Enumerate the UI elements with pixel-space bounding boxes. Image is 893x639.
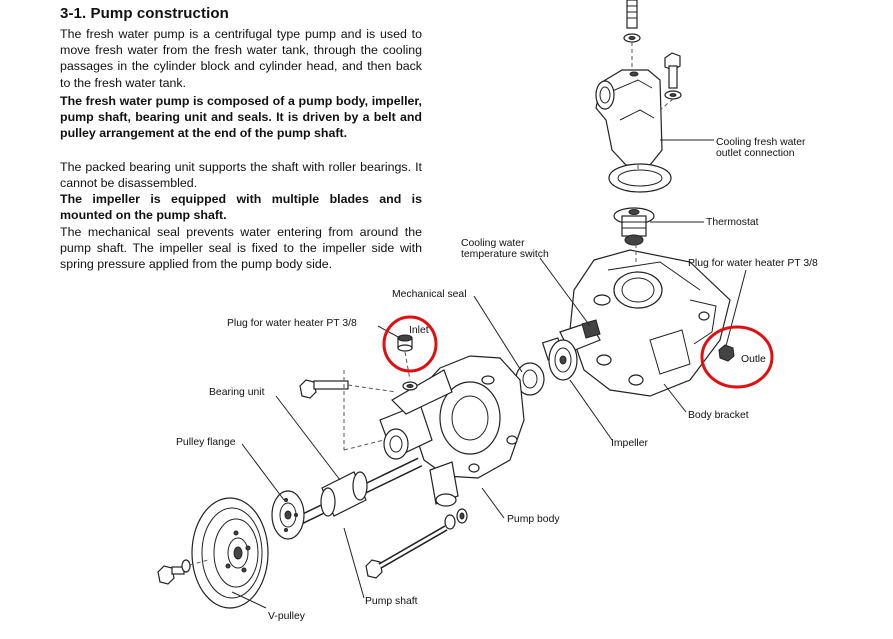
paragraph-5: The mechanical seal prevents water enter… [60,225,422,272]
label-pump-shaft: Pump shaft [365,596,418,607]
long-bolt [365,508,468,579]
impeller-part [548,339,578,381]
inlet-annotation-circle [382,315,438,373]
label-cooling-outlet: Cooling fresh water outlet connection [716,137,806,159]
paragraph-4: The impeller is equipped with multiple b… [60,192,422,223]
outlet-gasket [608,163,672,193]
paragraph-2: The fresh water pump is composed of a pu… [60,94,422,141]
left-plug-part [397,334,413,352]
thermostat-part [613,207,655,246]
section-title: 3-1. Pump construction [60,5,229,22]
outlet-bolt [664,52,682,100]
paragraph-1: The fresh water pump is a centrifugal ty… [60,27,422,90]
label-thermostat: Thermostat [706,217,759,228]
pulley-bolt [157,559,209,585]
label-v-pulley: V-pulley [268,611,305,622]
label-pulley-flange: Pulley flange [176,437,236,448]
pulley-flange-part [271,490,305,540]
paragraph-3: The packed bearing unit supports the sha… [60,160,422,191]
leader-lines [231,139,747,609]
v-pulley-part [191,497,269,609]
label-plug-left: Plug for water heater PT 3/8 [227,318,357,329]
label-plug-right: Plug for water heater PT 3/8 [688,258,818,269]
outlet-connection [595,69,663,166]
label-bearing-unit: Bearing unit [209,387,265,398]
label-outlet: Outle [741,354,766,365]
top-stud-bolt [623,0,641,43]
pump-body-part [379,355,525,507]
label-body-bracket: Body bracket [688,410,749,421]
assembly-lines [343,42,674,451]
label-pump-body: Pump body [507,514,560,525]
right-plug-part [718,344,735,362]
label-mechanical-seal: Mechanical seal [392,289,467,300]
body-bracket-part [569,249,731,397]
pump-shaft-part [297,457,423,525]
label-inlet: Inlet [409,325,429,336]
annotation-circles [382,315,774,389]
label-impeller: Impeller [611,438,648,449]
bearing-bolt [299,379,397,399]
label-cooling-temp-switch: Cooling water temperature switch [461,238,549,260]
outlet-annotation-circle [700,325,774,389]
